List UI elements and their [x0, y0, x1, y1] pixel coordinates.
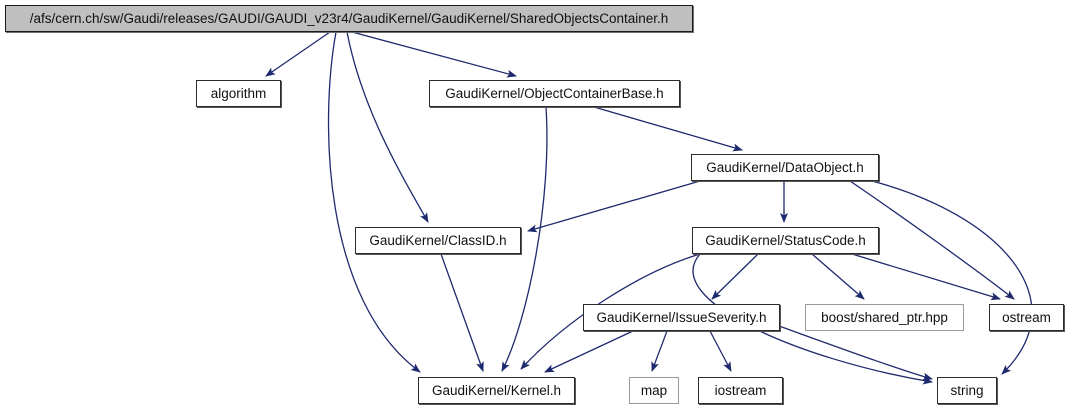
- node-root-sharedobjectscontainer[interactable]: /afs/cern.ch/sw/Gaudi/releases/GAUDI/GAU…: [5, 5, 693, 32]
- edge-classid-to-kernel: [440, 253, 484, 372]
- edge-statuscode-to-boostsharedptr: [811, 253, 865, 300]
- node-kernel[interactable]: GaudiKernel/Kernel.h: [418, 377, 575, 404]
- node-label: GaudiKernel/StatusCode.h: [705, 232, 866, 248]
- edge-statuscode-to-kernel: [520, 253, 701, 370]
- node-dataobject[interactable]: GaudiKernel/DataObject.h: [691, 154, 879, 181]
- edge-root-to-objectcontainerbase: [351, 31, 517, 78]
- node-algorithm[interactable]: algorithm: [196, 80, 281, 107]
- node-label: GaudiKernel/ClassID.h: [369, 232, 507, 248]
- node-label: boost/shared_ptr.hpp: [821, 309, 948, 325]
- edge-objectcontainerbase-to-kernel: [501, 106, 548, 372]
- edge-issueseverity-to-string: [778, 325, 933, 381]
- node-label: iostream: [714, 382, 767, 398]
- edge-issueseverity-to-kernel: [544, 330, 634, 373]
- node-objectcontainerbase[interactable]: GaudiKernel/ObjectContainerBase.h: [429, 80, 680, 107]
- node-label: string: [950, 382, 984, 398]
- edge-dataobject-to-classid: [527, 180, 701, 233]
- node-issueseverity[interactable]: GaudiKernel/IssueSeverity.h: [583, 304, 780, 331]
- edge-dataobject-to-ostream: [849, 180, 1015, 300]
- node-statuscode[interactable]: GaudiKernel/StatusCode.h: [692, 227, 879, 254]
- node-ostream[interactable]: ostream: [989, 304, 1064, 331]
- edge-issueseverity-to-map: [651, 330, 668, 372]
- node-label: GaudiKernel/DataObject.h: [706, 159, 864, 175]
- edge-root-to-algorithm: [265, 31, 331, 77]
- node-label: ostream: [1002, 309, 1051, 325]
- edge-objectcontainerbase-to-dataobject: [593, 106, 743, 152]
- edge-statuscode-to-ostream: [851, 253, 1001, 301]
- node-label: /afs/cern.ch/sw/Gaudi/releases/GAUDI/GAU…: [29, 10, 669, 26]
- node-label: GaudiKernel/ObjectContainerBase.h: [445, 85, 664, 101]
- node-string[interactable]: string: [937, 377, 997, 404]
- node-label: GaudiKernel/Kernel.h: [431, 382, 562, 398]
- edge-root-to-kernel: [327, 31, 421, 373]
- node-label: algorithm: [210, 85, 267, 101]
- edge-root-to-classid: [346, 31, 429, 223]
- node-classid[interactable]: GaudiKernel/ClassID.h: [355, 227, 521, 254]
- node-label: map: [640, 382, 668, 398]
- edge-dataobject-to-string: [871, 180, 1033, 375]
- node-boost-shared-ptr[interactable]: boost/shared_ptr.hpp: [805, 304, 964, 331]
- node-label: GaudiKernel/IssueSeverity.h: [596, 309, 767, 325]
- node-map[interactable]: map: [629, 377, 679, 404]
- node-iostream[interactable]: iostream: [698, 377, 783, 404]
- edge-statuscode-to-issueseverity: [711, 253, 759, 300]
- edge-issueseverity-to-iostream: [709, 330, 732, 372]
